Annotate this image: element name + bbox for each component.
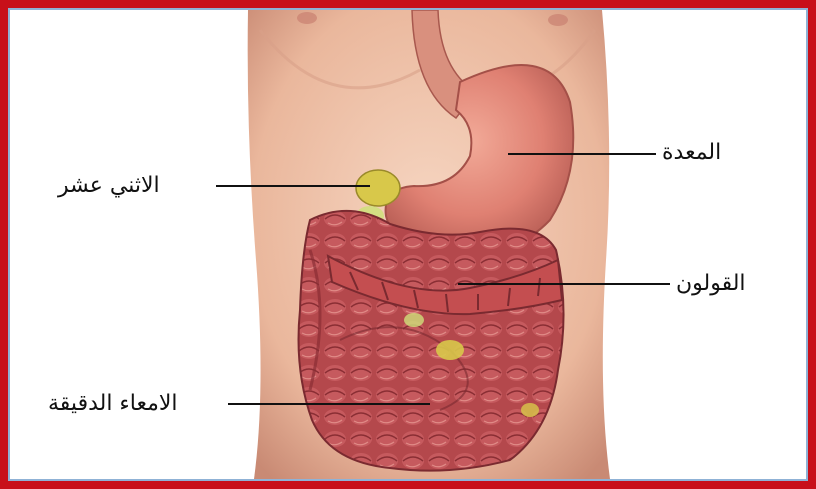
stomach-label: المعدة [662, 142, 721, 164]
duodenum-label: الاثني عشر [58, 175, 160, 197]
duodenum-organ [356, 170, 400, 206]
small-intestine-label: الامعاء الدقيقة [48, 393, 178, 415]
colon-label: القولون [676, 273, 746, 295]
small-intestine-organ [299, 211, 564, 471]
diagram-panel: المعدة الاثني عشر القولون الامعاء الدقيق… [8, 8, 808, 481]
